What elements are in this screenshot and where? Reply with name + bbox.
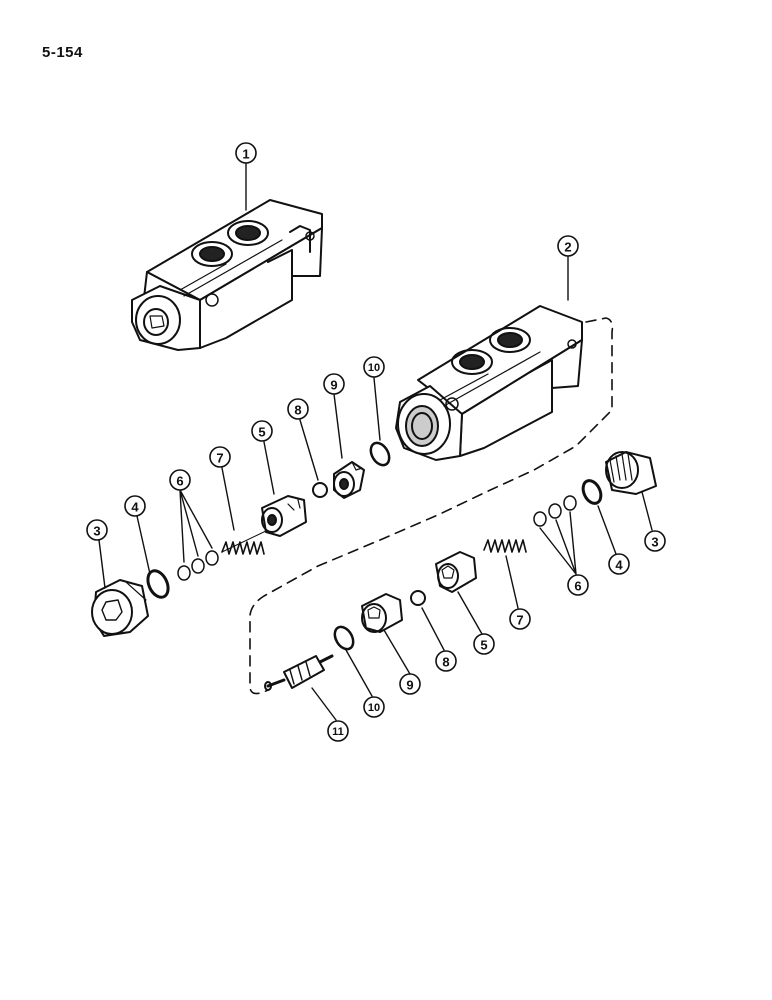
callout-2 xyxy=(557,235,579,257)
callout-label-8-left: 8 xyxy=(294,403,301,418)
callout-5-left xyxy=(251,420,273,442)
callout-label-9-left: 9 xyxy=(330,378,337,393)
callout-label-2: 2 xyxy=(564,240,571,255)
callout-label-8-right: 8 xyxy=(442,655,449,670)
callout-6-left xyxy=(169,469,191,491)
callout-10-left xyxy=(363,356,385,378)
callout-8-right xyxy=(435,650,457,672)
callout-label-6-right: 6 xyxy=(574,579,581,594)
callout-label-4-right: 4 xyxy=(615,558,623,573)
callout-9-left xyxy=(323,373,345,395)
callout-label-3-left: 3 xyxy=(93,524,100,539)
valve-body-part-2 xyxy=(395,305,583,461)
seat-part-9-right xyxy=(361,593,403,633)
o-ring-part-4-right xyxy=(581,479,603,505)
page-number: 5-154 xyxy=(42,44,83,61)
callout-leaders xyxy=(98,162,653,721)
spool-part-11 xyxy=(264,654,334,691)
callout-label-10-right: 10 xyxy=(368,702,380,714)
o-ring-part-10-left xyxy=(369,441,391,467)
callout-9-right xyxy=(399,673,421,695)
valve-body-part-1 xyxy=(131,199,323,351)
callout-6-right xyxy=(567,574,589,596)
callout-3-left xyxy=(86,519,108,541)
callout-label-7-left: 7 xyxy=(216,451,223,466)
shims-part-6-left xyxy=(177,550,219,581)
callout-1 xyxy=(235,142,257,164)
spring-part-7-left xyxy=(221,529,269,555)
o-ring-part-4-left xyxy=(146,569,170,599)
callout-8-left xyxy=(287,398,309,420)
callout-label-7-right: 7 xyxy=(516,613,523,628)
o-ring-part-10-right xyxy=(333,625,355,651)
callout-7-left xyxy=(209,446,231,468)
callout-label-4-left: 4 xyxy=(131,500,139,515)
callout-label-6-left: 6 xyxy=(176,474,183,489)
plug-part-3-right xyxy=(605,451,657,495)
callout-label-3-right: 3 xyxy=(651,535,658,550)
callout-4-left xyxy=(124,495,146,517)
callout-label-1: 1 xyxy=(242,147,249,162)
seat-part-9-left xyxy=(333,461,365,499)
plug-part-3-left xyxy=(91,579,149,637)
callout-circles xyxy=(86,142,666,742)
callout-3-right xyxy=(644,530,666,552)
callout-10-right xyxy=(363,696,385,718)
sleeve-part-5-left xyxy=(261,495,307,537)
spring-part-7-right xyxy=(483,539,527,553)
callout-7-right xyxy=(509,608,531,630)
ball-part-8-right xyxy=(410,590,426,606)
assembly-dashed-line xyxy=(248,317,614,695)
callout-label-5-right: 5 xyxy=(480,638,487,653)
callout-4-right xyxy=(608,553,630,575)
callout-label-9-right: 9 xyxy=(406,678,413,693)
shims-part-6-right xyxy=(533,495,577,527)
callout-label-10-left: 10 xyxy=(368,362,380,374)
ball-part-8-left xyxy=(312,482,328,498)
sleeve-part-5-right xyxy=(435,551,477,593)
callout-numbers: 1 2 3 4 6 7 5 8 9 10 3 4 6 7 5 8 9 10 11 xyxy=(93,147,658,739)
callout-5-right xyxy=(473,633,495,655)
callout-label-11: 11 xyxy=(332,726,344,738)
callout-label-5-left: 5 xyxy=(258,425,265,440)
callout-11 xyxy=(327,720,349,742)
